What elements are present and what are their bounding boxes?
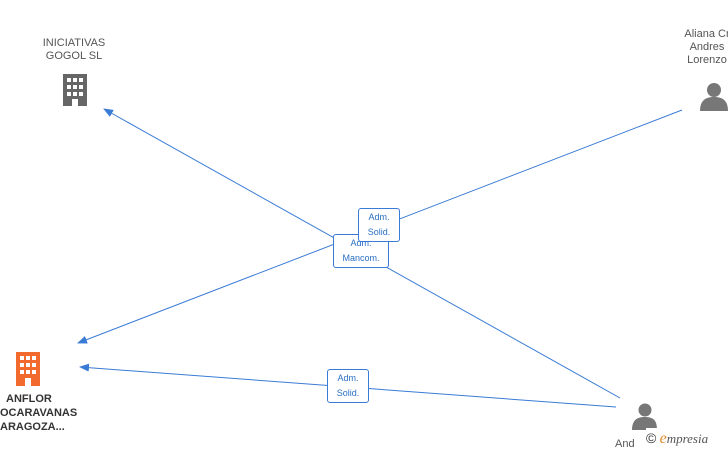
node-label-line: GOGOL SL <box>45 50 103 62</box>
node-label-line: INICIATIVAS <box>42 37 106 49</box>
node-label-iniciativas[interactable]: INICIATIVAS GOGOL SL <box>36 37 112 63</box>
person-icon[interactable] <box>631 402 657 430</box>
node-label-line: Lorenzo <box>687 54 727 66</box>
building-icon[interactable] <box>14 352 42 386</box>
node-label-line: Aliana Cr <box>684 28 728 40</box>
node-label-andres[interactable]: And <box>615 438 645 450</box>
node-label-line: ARAGOZA... <box>0 421 65 433</box>
edge-label-adm-solid-lower[interactable]: Adm. Solid. <box>327 369 369 403</box>
edge-label-adm-solid-upper[interactable]: Adm. Solid. <box>358 208 400 242</box>
edge-label-line: Adm. <box>368 212 390 222</box>
node-label-line: And <box>615 438 635 450</box>
person-icon[interactable] <box>699 81 728 111</box>
copyright-symbol: © <box>646 430 657 446</box>
edge-label-line: Solid. <box>336 388 360 398</box>
edge-label-line: Adm. <box>337 373 359 383</box>
node-label-line: OCARAVANAS <box>0 407 78 419</box>
brand-name: mpresia <box>666 431 709 446</box>
building-icon[interactable] <box>61 74 89 106</box>
node-label-line: ANFLOR <box>6 393 52 405</box>
brand-initial: e <box>659 430 667 447</box>
node-label-line: Andres <box>689 41 725 53</box>
edge-label-line: Solid. <box>367 227 391 237</box>
node-label-main[interactable]: ANFLOR OCARAVANAS ARAGOZA... <box>0 392 90 434</box>
node-label-aliana[interactable]: Aliana Cr Andres Lorenzo <box>672 28 728 67</box>
edge-label-line: Mancom. <box>342 253 380 263</box>
empresia-watermark: © empresia <box>646 428 728 448</box>
edge-label-line: Adm. <box>350 238 372 248</box>
